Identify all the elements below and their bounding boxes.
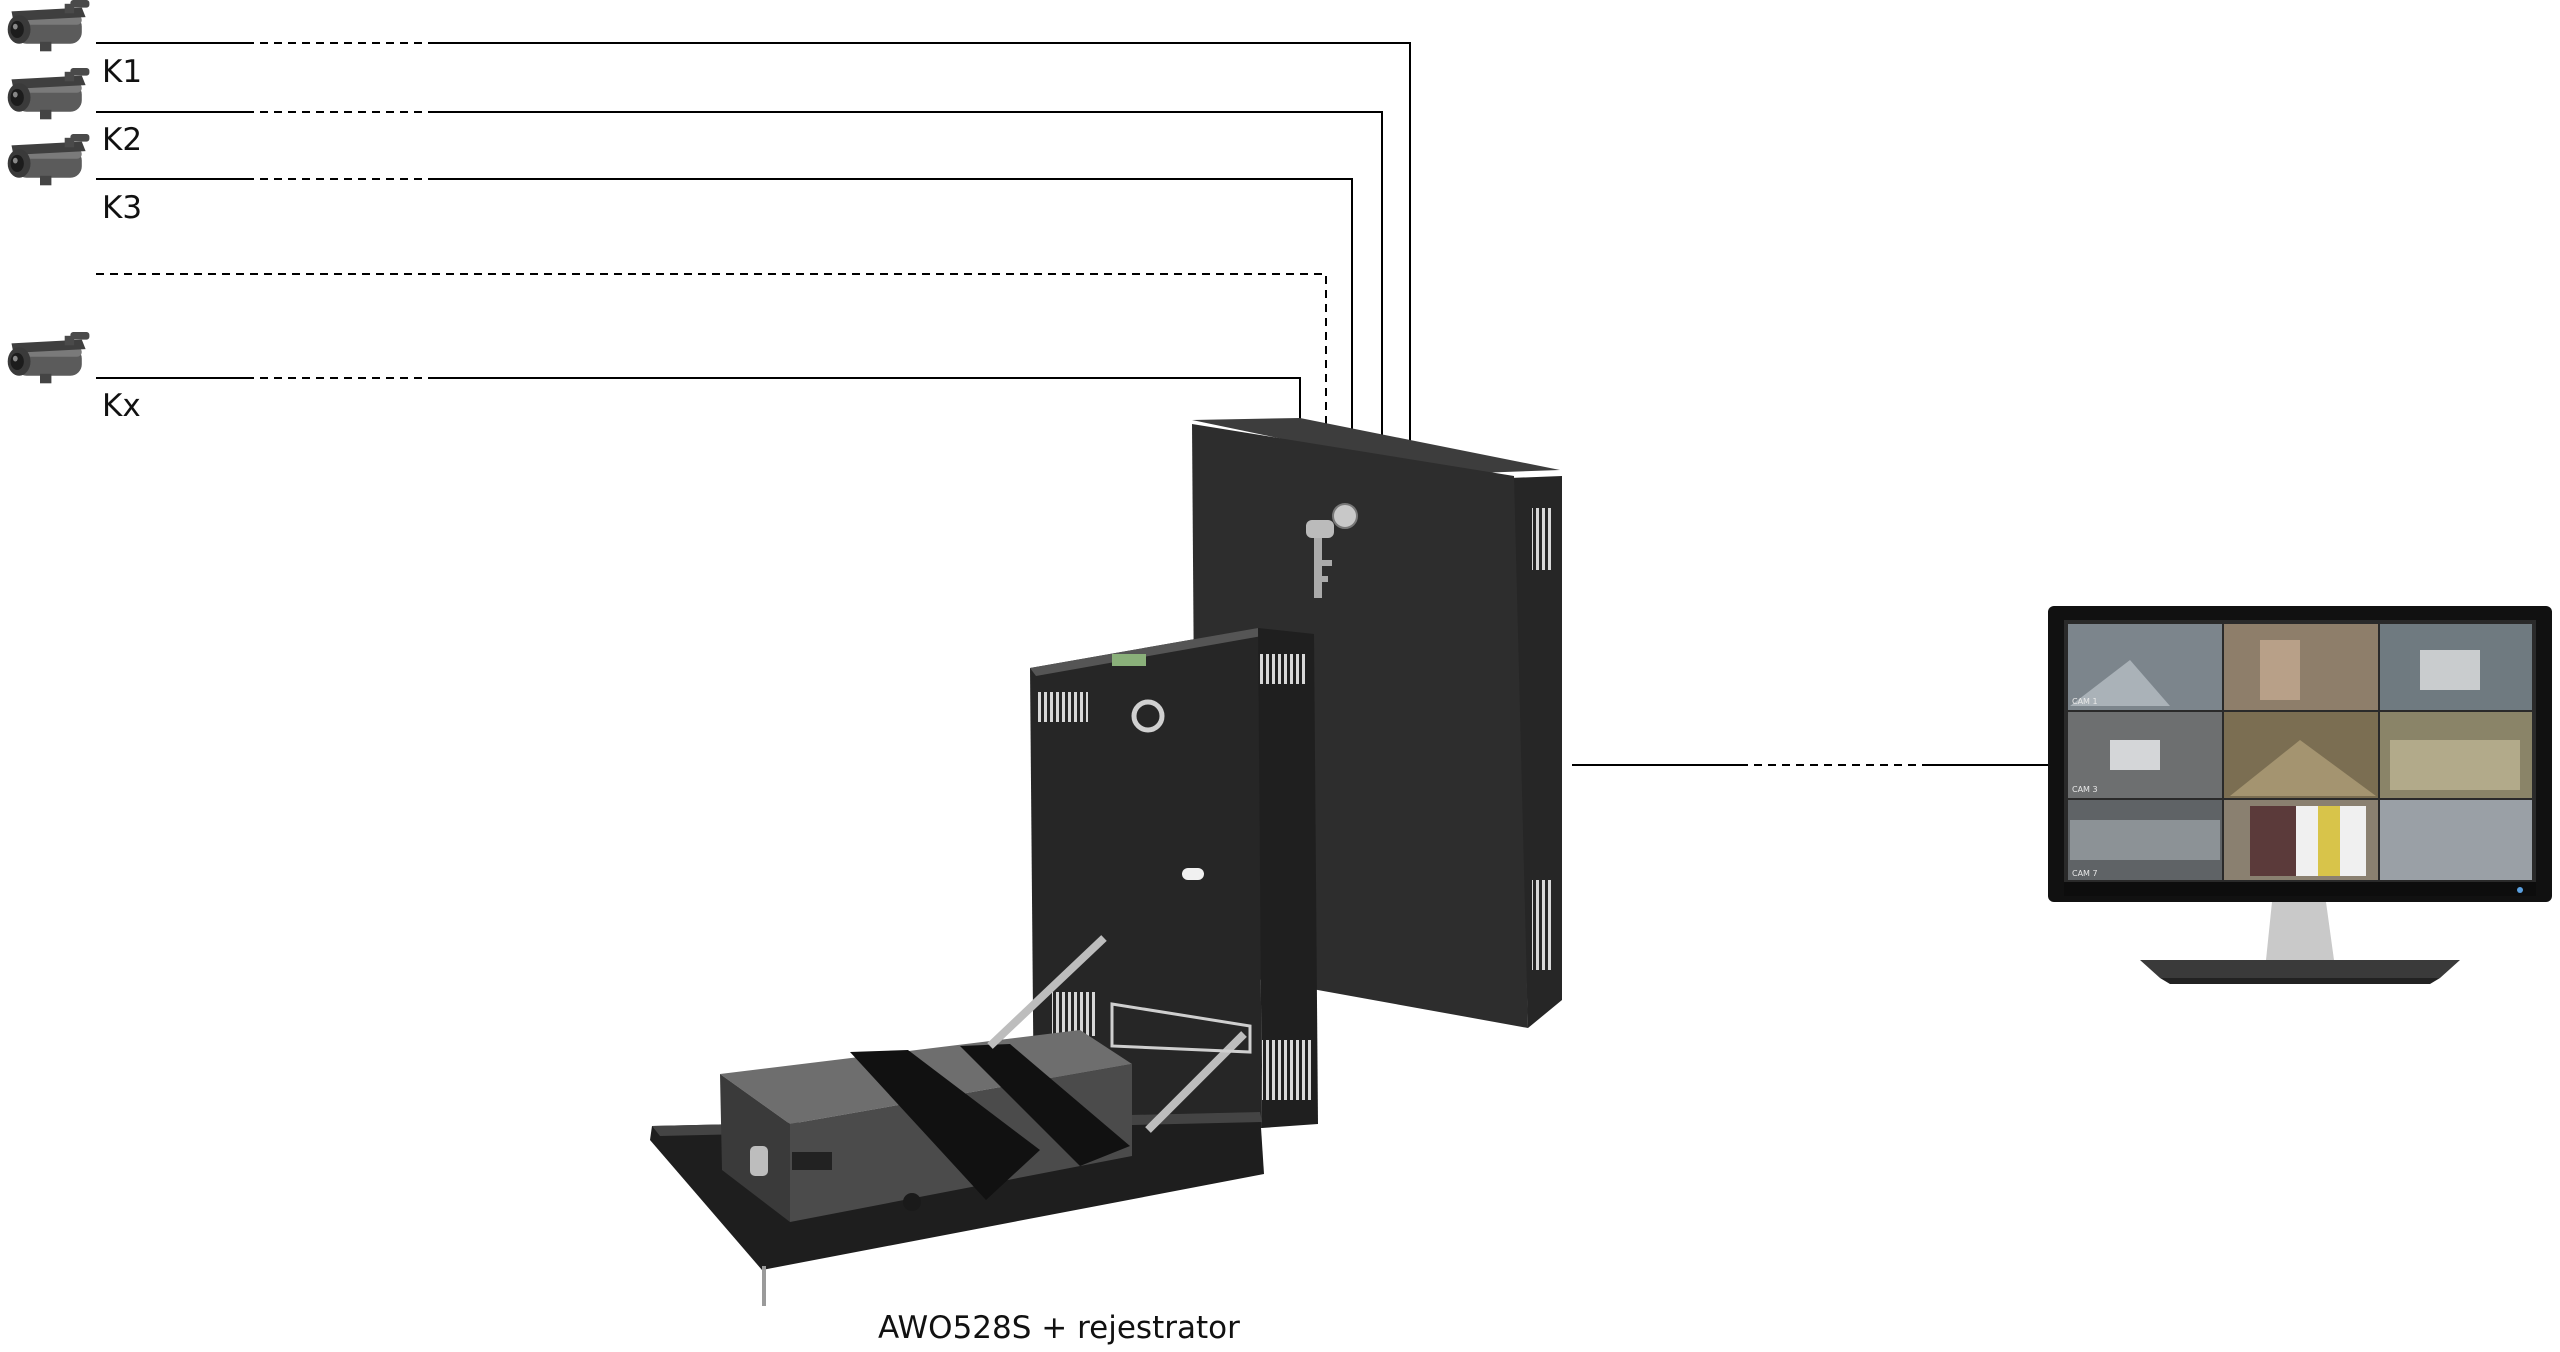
camera-k2 — [7, 68, 90, 120]
camera-label-k1: K1 — [102, 54, 142, 90]
camera-k3 — [7, 134, 90, 186]
cabinet-open — [650, 628, 1318, 1306]
camera-icon — [7, 134, 90, 186]
monitor: CAM 1 CAM 3 CAM 7 — [2048, 606, 2552, 984]
wire-intermediate-dashed — [96, 273, 1327, 428]
camera-label-k3: K3 — [102, 190, 142, 226]
camera-icon — [7, 68, 90, 120]
wire-kx — [96, 377, 1301, 420]
wiring-lines — [96, 42, 2048, 766]
camera-k1 — [7, 0, 90, 52]
tile-caption-4: CAM 3 — [2072, 785, 2098, 794]
power-led-icon — [2517, 887, 2523, 893]
monitor-tiles — [2068, 624, 2532, 880]
wire-k3 — [96, 178, 1353, 430]
tile-caption-1: CAM 1 — [2072, 697, 2098, 706]
camera-label-k2: K2 — [102, 122, 142, 158]
lock-icon — [1306, 503, 1358, 598]
cabinet-caption: AWO528S + rejestrator — [878, 1310, 1240, 1346]
wire-k1 — [96, 42, 1411, 442]
camera-icon — [7, 0, 90, 52]
camera-kx — [7, 332, 90, 384]
tile-caption-7: CAM 7 — [2072, 869, 2098, 878]
wire-k2 — [96, 111, 1383, 438]
camera-label-kx: Kx — [102, 388, 141, 424]
camera-icon — [7, 332, 90, 384]
